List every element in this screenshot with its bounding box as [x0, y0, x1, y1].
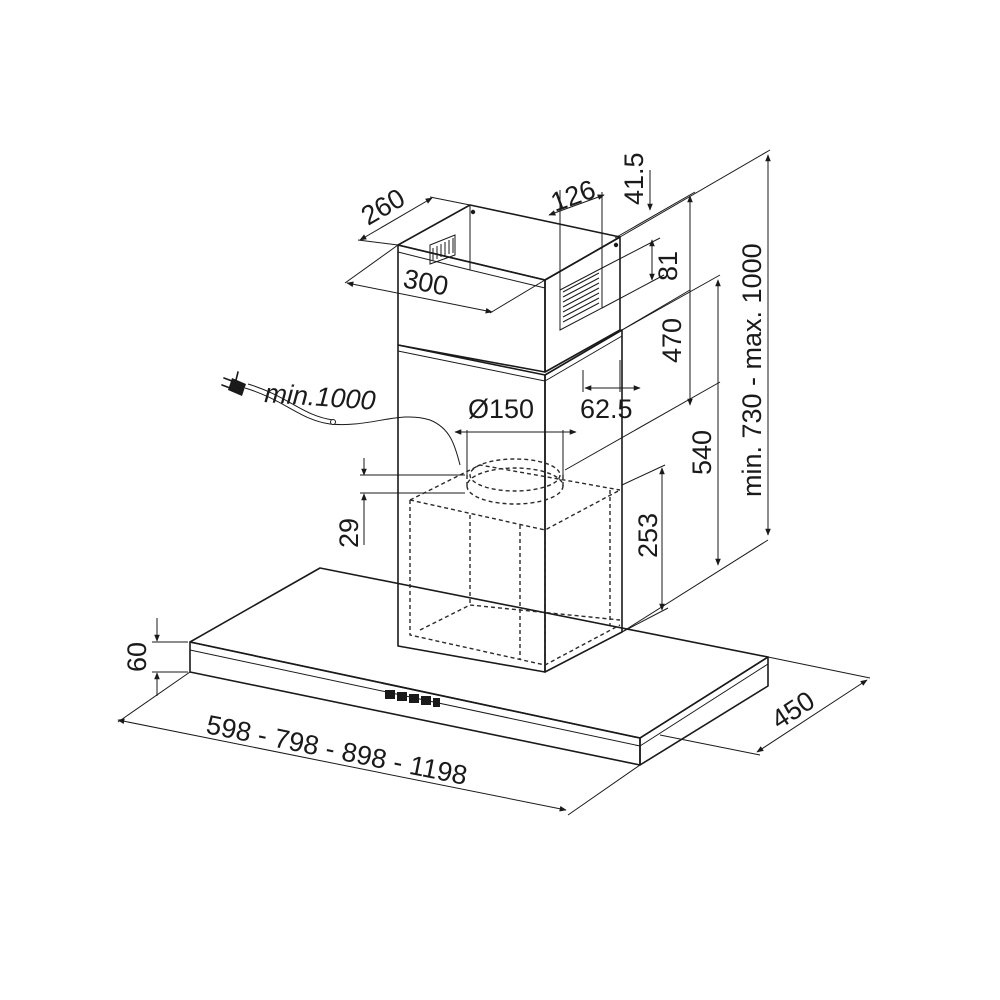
label-cable-length: min.1000 [264, 378, 377, 416]
label-motor-height: 253 [633, 513, 663, 558]
label-chimney-width: 300 [401, 263, 451, 301]
label-outlet-offset: 62.5 [580, 394, 633, 424]
plug-icon [221, 371, 246, 396]
duct-collar [466, 458, 564, 505]
label-lower-chimney: 540 [687, 430, 717, 475]
control-button-3 [409, 694, 419, 703]
control-buttons [385, 690, 440, 707]
label-chimney-depth: 260 [356, 183, 410, 232]
label-collar-height: 29 [334, 518, 364, 548]
chimney-vents [429, 234, 603, 331]
label-total-height: min. 730 - max. 1000 [737, 243, 767, 497]
control-button-5 [433, 698, 440, 707]
label-canopy-height: 60 [122, 642, 152, 672]
control-button-4 [421, 696, 431, 705]
motor-box [409, 464, 621, 666]
label-canopy-depth: 450 [766, 685, 820, 735]
control-button-2 [397, 692, 407, 701]
control-button-1 [385, 690, 395, 699]
power-cable [244, 383, 461, 466]
label-duct-diameter: Ø150 [468, 394, 534, 424]
label-vent-height: 81 [653, 251, 683, 281]
label-upper-chimney: 470 [657, 318, 687, 363]
dimension-lines [117, 149, 871, 816]
label-top-offset: 41.5 [619, 152, 649, 205]
dimension-labels: 260 300 126 41.5 81 470 62.5 Ø150 min.10… [122, 152, 820, 790]
label-vent-offset: 126 [547, 174, 600, 218]
